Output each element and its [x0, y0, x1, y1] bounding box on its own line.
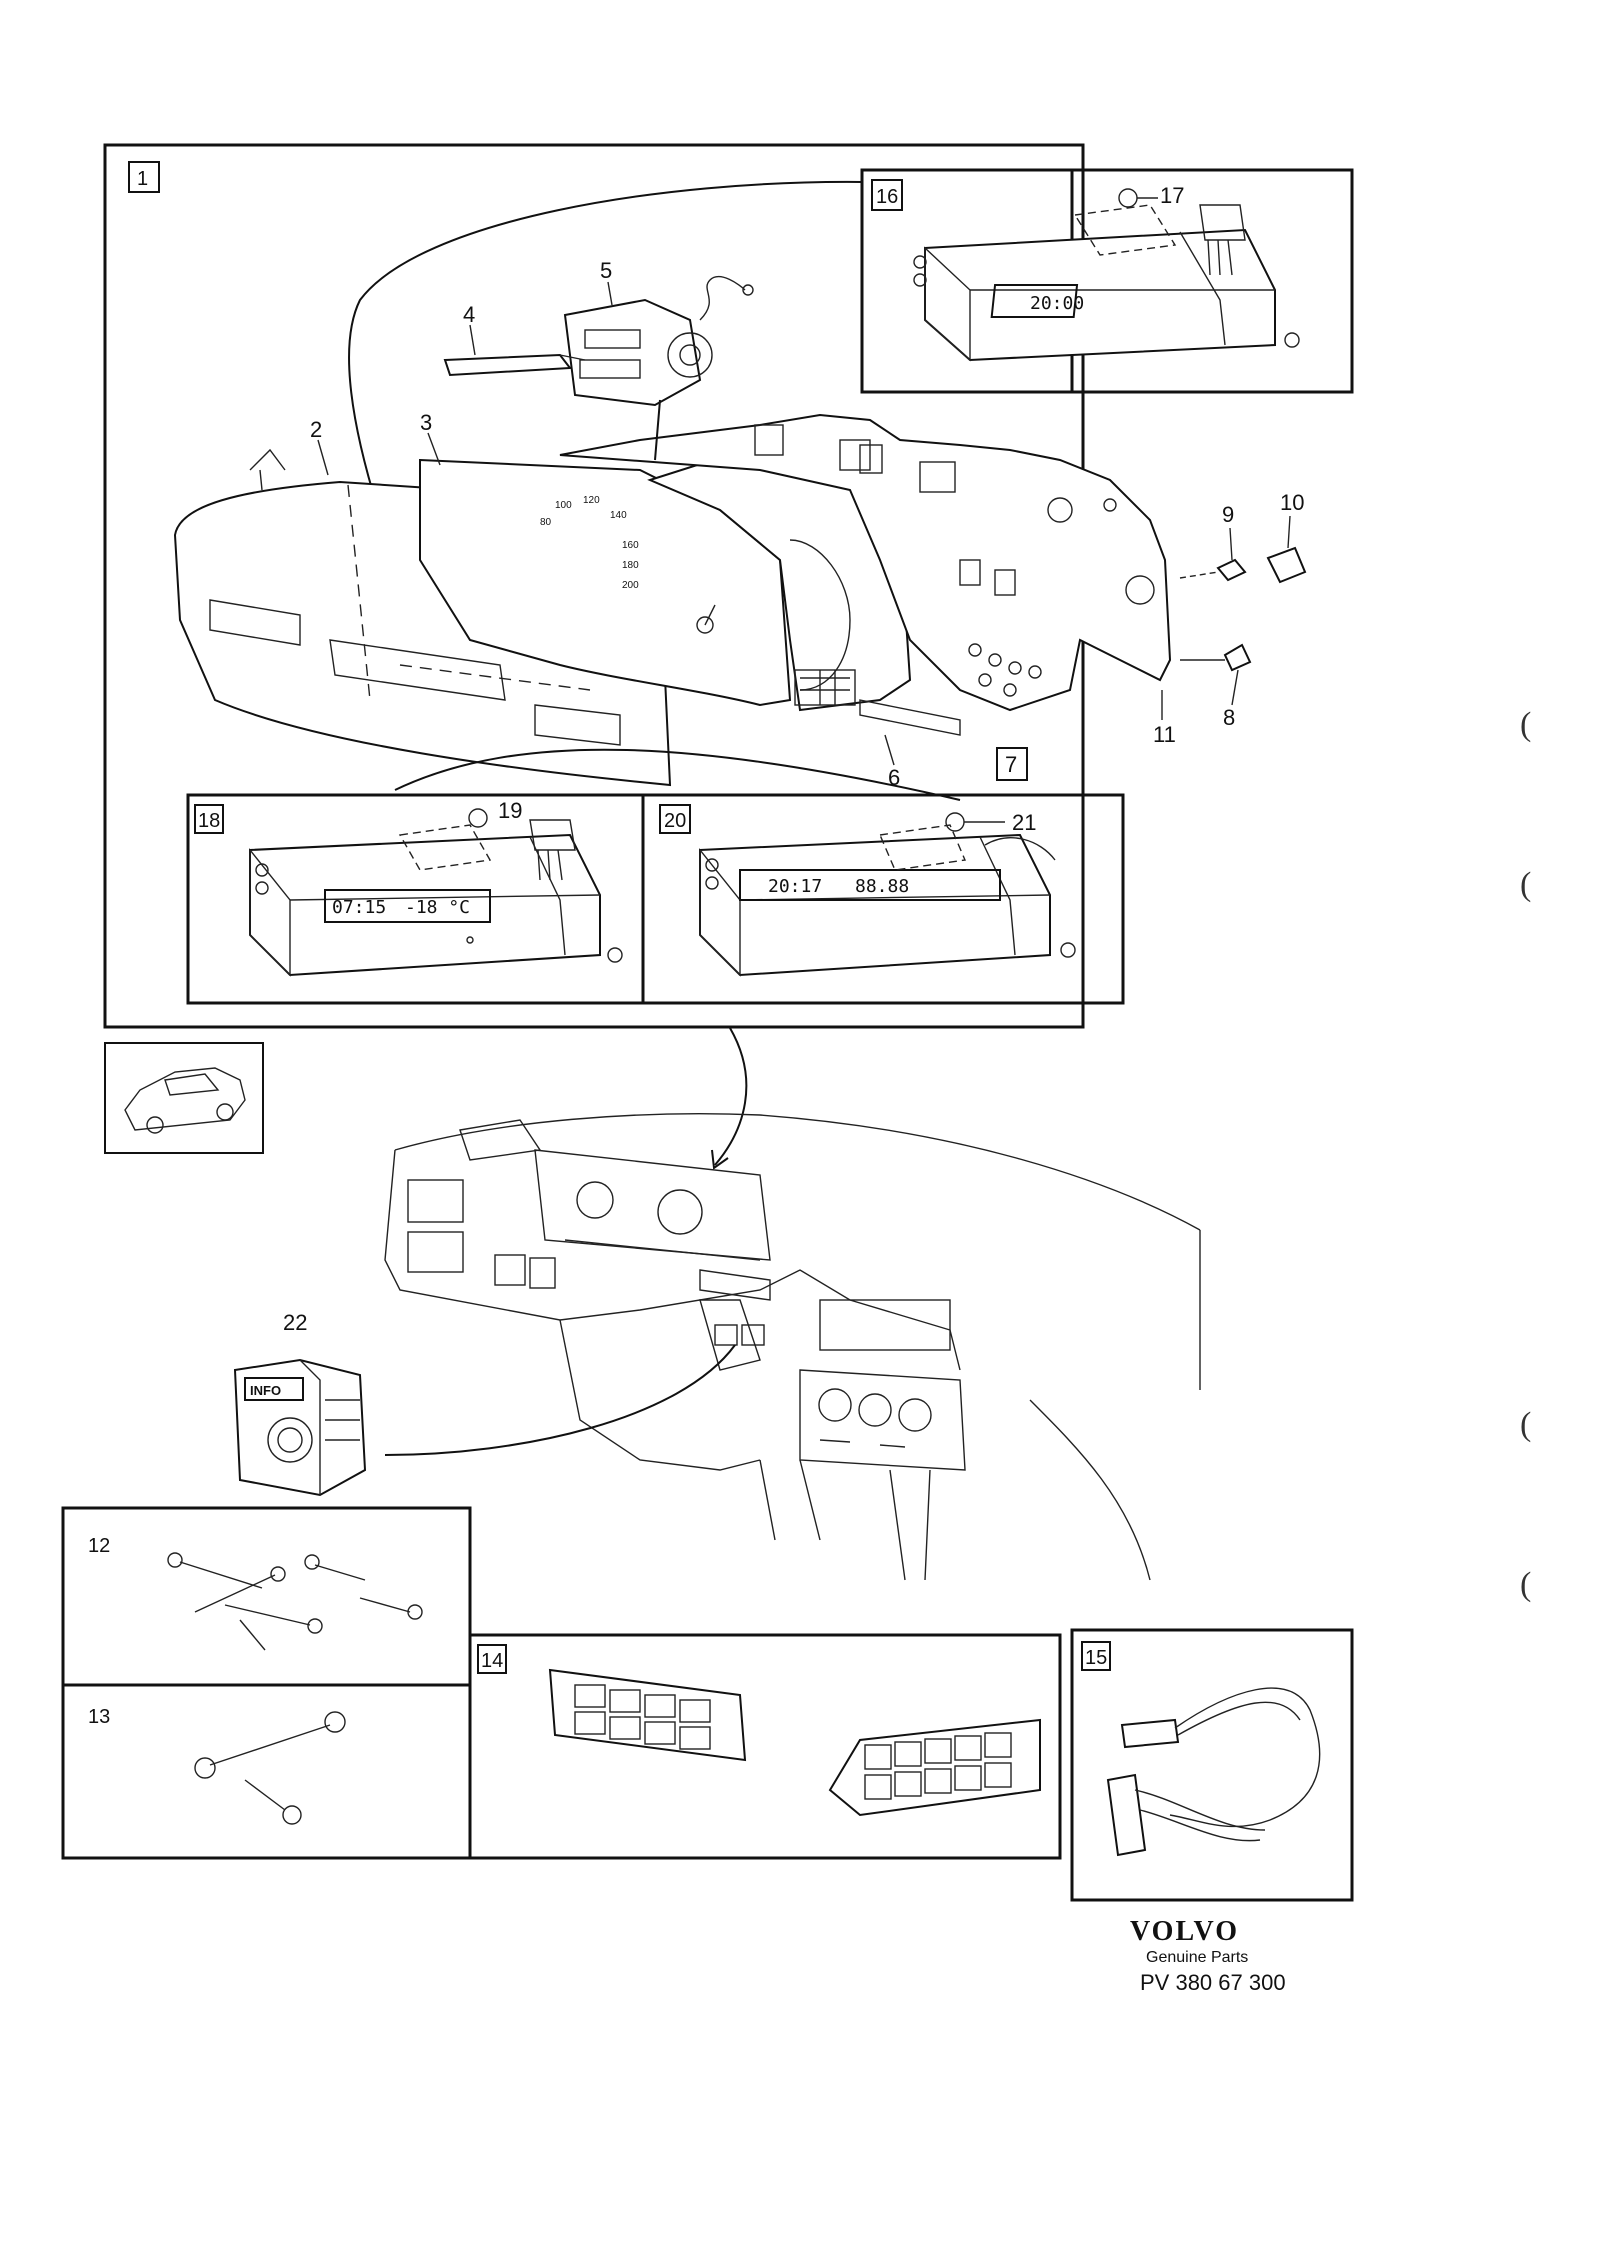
- trip-module-label: 20: [664, 810, 686, 832]
- callout-4: 4: [463, 302, 475, 327]
- leader-3: [427, 432, 441, 466]
- trip-module-drawing: [699, 812, 1076, 977]
- bulb-10: [1266, 546, 1307, 584]
- circuit-board: [559, 413, 1172, 712]
- arrow-head-dashboard: [711, 1149, 729, 1170]
- harness-drawing: [1106, 1687, 1321, 1857]
- leader-arc-18-20: [394, 748, 961, 801]
- leader-5: [607, 281, 613, 306]
- leader-22: [384, 1344, 736, 1456]
- callout-3: 3: [420, 410, 432, 435]
- svg-text:80: 80: [540, 517, 552, 528]
- car-icon-box: [104, 1042, 264, 1154]
- bulb-9: [1179, 558, 1247, 582]
- trip-module-label-box: [659, 804, 691, 834]
- strap-screw-label: 13: [88, 1706, 110, 1728]
- svg-text:140: 140: [610, 510, 627, 521]
- callout-22: 22: [283, 1310, 307, 1335]
- harness-label: 15: [1085, 1647, 1107, 1669]
- clock-temp-temperature: -18 °C: [405, 897, 470, 918]
- info-switch: [233, 1358, 367, 1497]
- clock-temp-time: 07:15: [332, 897, 386, 918]
- svg-text:200: 200: [622, 580, 639, 591]
- leader-2: [317, 439, 329, 476]
- part-number: PV 380 67 300: [1140, 1970, 1286, 1995]
- margin-mark-2: (: [1520, 866, 1531, 903]
- volvo-logo: VOLVO: [1130, 1916, 1239, 1947]
- margin-mark-3: (: [1520, 1406, 1531, 1443]
- callout-17: 17: [1160, 183, 1184, 208]
- callout-5: 5: [600, 258, 612, 283]
- leader-10: [1287, 515, 1291, 549]
- leader-5-cluster: [654, 399, 661, 461]
- callout-11: 11: [1153, 722, 1176, 747]
- callout-10: 10: [1280, 490, 1304, 515]
- callout-9: 9: [1222, 502, 1234, 527]
- leader-6: [884, 734, 895, 766]
- leader-8: [1231, 669, 1239, 706]
- leader-4: [469, 324, 476, 356]
- harness-frame: [1070, 1628, 1354, 1902]
- clock-module-label: 16: [876, 186, 898, 208]
- clock-module-label-box: [871, 179, 903, 211]
- info-switch-label: INFO: [250, 1383, 281, 1398]
- margin-mark-1: (: [1520, 706, 1531, 743]
- harness-label-box: [1081, 1641, 1111, 1671]
- clock-module-drawing: [913, 188, 1300, 362]
- dashboard-drawing: [384, 1113, 1201, 1581]
- clock-module-display: 20:00: [1030, 293, 1084, 314]
- screws-drawing: [167, 1552, 423, 1651]
- main-frame-label: 1: [137, 168, 148, 190]
- callout-7-box: [996, 747, 1028, 781]
- strap-screw-drawing: [194, 1711, 346, 1825]
- callout-2: 2: [310, 417, 322, 442]
- clock-temp-module-drawing: [249, 808, 623, 977]
- symbol-panel-left: [548, 1668, 747, 1762]
- symbol-panel-right: [828, 1718, 1041, 1817]
- callout-19: 19: [498, 798, 522, 823]
- svg-text:160: 160: [622, 540, 639, 551]
- main-frame-label-box: [128, 161, 160, 193]
- wiper-stalk: [443, 353, 586, 377]
- leader-9: [1229, 527, 1233, 561]
- svg-text:120: 120: [583, 495, 600, 506]
- car-icon: [124, 1067, 246, 1134]
- callout-7: 7: [1005, 752, 1017, 777]
- trip-computer-switch: [563, 275, 754, 407]
- clock-temp-label: 18: [198, 810, 220, 832]
- callout-21: 21: [1012, 810, 1036, 835]
- svg-text:180: 180: [622, 560, 639, 571]
- symbol-panels-frame: [468, 1633, 1062, 1860]
- bulb-8: [1180, 643, 1252, 672]
- callout-6: 6: [888, 765, 900, 790]
- leader-arc-16: [348, 180, 863, 561]
- screws-label: 12: [88, 1535, 110, 1557]
- trip-module-time: 20:17: [768, 876, 822, 897]
- leader-to-dashboard: [714, 1027, 748, 1166]
- trip-module-frame: [641, 793, 1125, 1005]
- fasteners-frame: [61, 1506, 472, 1860]
- clock-module-frame-wide: [860, 168, 1354, 394]
- margin-mark-4: (: [1520, 1566, 1531, 1603]
- symbol-panels-label-box: [477, 1644, 507, 1674]
- cluster-faceplate: [419, 458, 792, 707]
- genuine-parts-label: Genuine Parts: [1146, 1949, 1248, 1966]
- symbol-panels-label: 14: [481, 1650, 503, 1672]
- svg-text:100: 100: [555, 500, 572, 511]
- trip-module-value: 88.88: [855, 876, 909, 897]
- speedometer-scale: 80 100 120 140 160 180 200: [540, 495, 639, 591]
- callout-8: 8: [1223, 705, 1235, 730]
- clock-temp-label-box: [194, 804, 224, 834]
